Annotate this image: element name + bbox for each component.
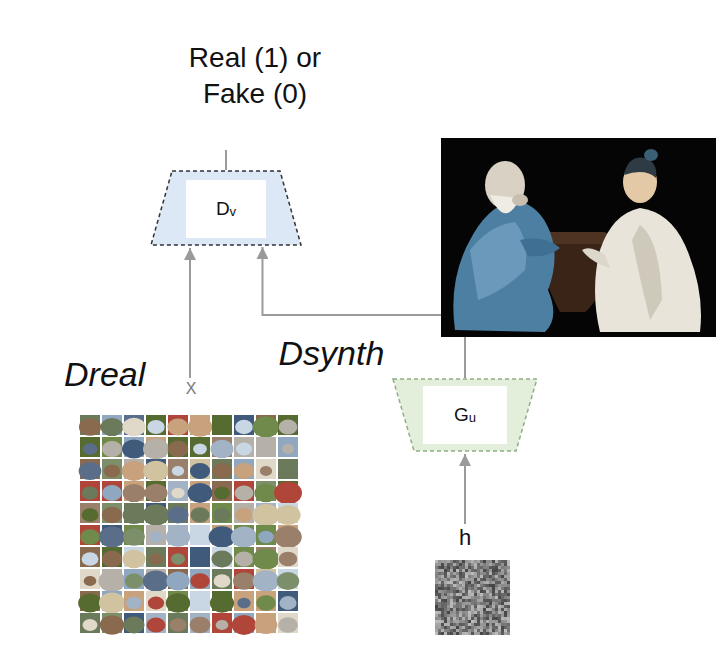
noise-arrow xyxy=(464,454,466,524)
generated-photo xyxy=(441,138,716,337)
dataset-label: Dreal xyxy=(64,356,184,393)
dataset-grid xyxy=(78,415,302,635)
discriminator-block: Dᵥ xyxy=(150,170,302,246)
noise-label: h xyxy=(455,526,475,550)
block-label: Dᵥ xyxy=(186,180,266,238)
generator-block: Gᵤ xyxy=(392,378,538,452)
edge-label: Dsynth xyxy=(278,335,384,372)
input-symbol: X xyxy=(183,380,199,398)
output-label: Real (1) or Fake (0) xyxy=(155,40,355,113)
block-label: Gᵤ xyxy=(423,386,507,444)
noise-image xyxy=(435,560,510,635)
input-arrow xyxy=(189,248,191,378)
synthetic-flow-arrow xyxy=(262,247,465,378)
output-line xyxy=(225,150,227,170)
